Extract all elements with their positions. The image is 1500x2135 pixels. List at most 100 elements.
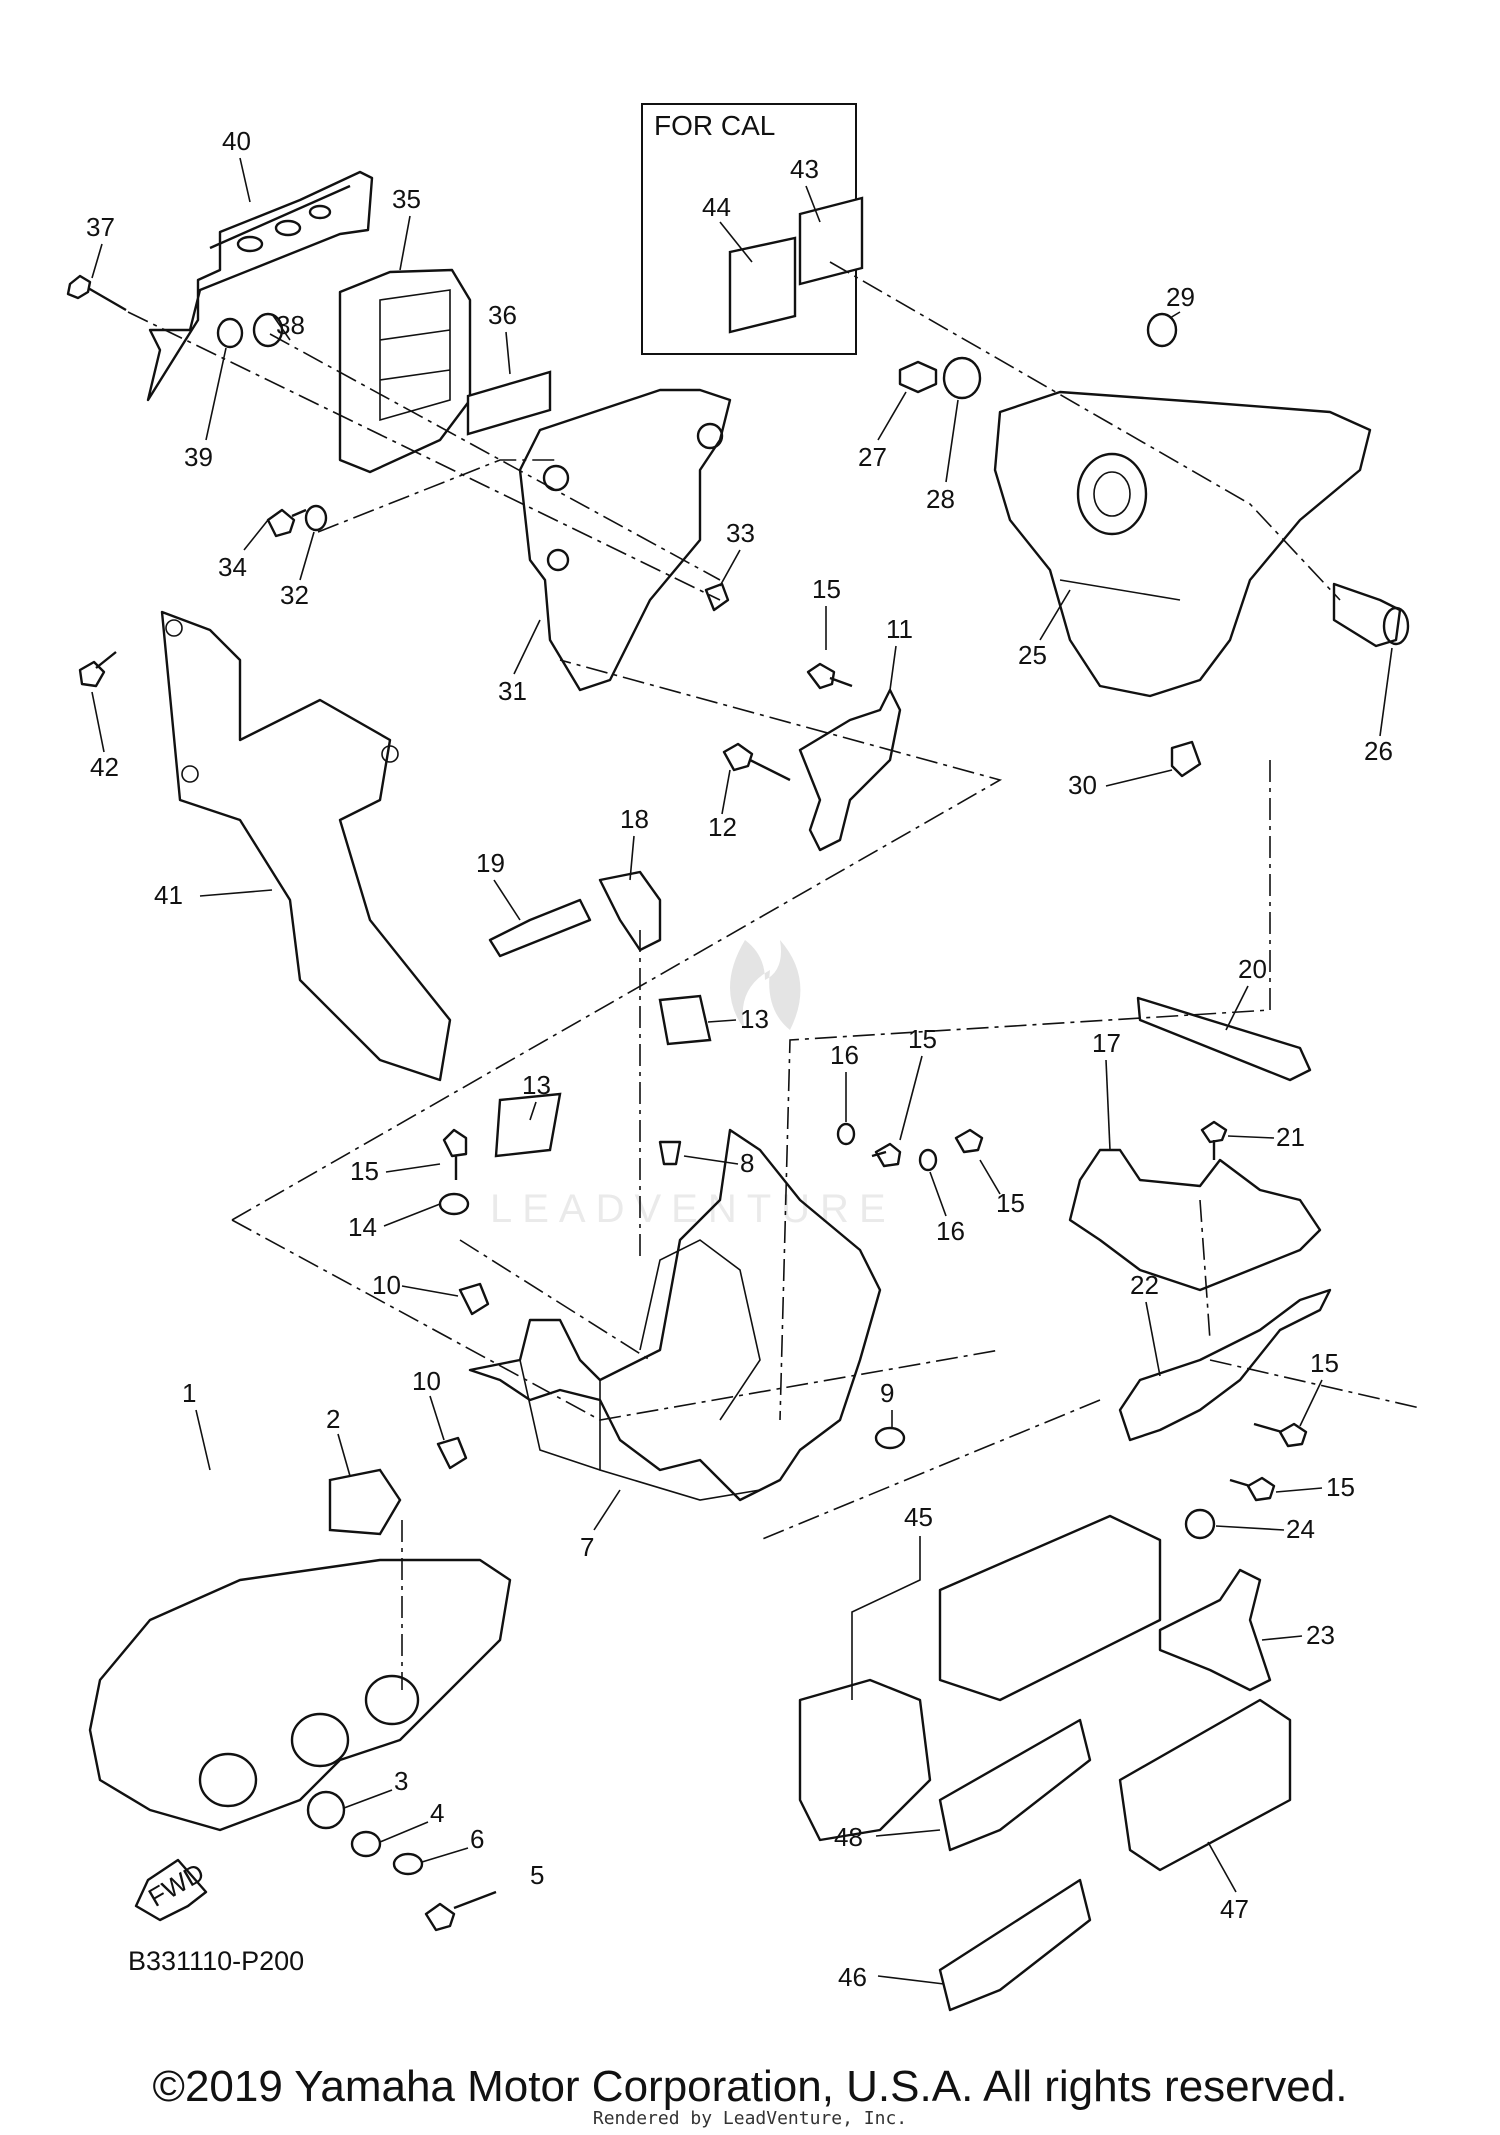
callout-36: 36 xyxy=(488,300,517,330)
leader xyxy=(91,691,105,753)
cal-box-title: FOR CAL xyxy=(654,110,776,141)
part-3 xyxy=(306,1790,346,1830)
callout-11: 11 xyxy=(886,614,913,644)
part-11-bracket xyxy=(798,688,902,852)
callout-41: 41 xyxy=(154,880,183,910)
copyright-notice: ©2019 Yamaha Motor Corporation, U.S.A. A… xyxy=(152,2062,1348,2111)
line xyxy=(779,760,1271,1421)
leader xyxy=(421,1847,469,1863)
part-12-bolt xyxy=(722,742,791,782)
leader xyxy=(513,619,541,675)
leader xyxy=(1207,1841,1237,1893)
callout-31: 31 xyxy=(498,676,527,706)
part-45-cap xyxy=(798,1678,932,1842)
callout-8: 8 xyxy=(740,1148,754,1178)
callout-43: 43 xyxy=(790,154,819,184)
leader xyxy=(429,1395,445,1441)
leader xyxy=(719,221,753,263)
fwd-label: FWD xyxy=(143,1857,209,1913)
leader xyxy=(337,1433,351,1477)
part-5-bolt xyxy=(424,1890,497,1932)
leader xyxy=(385,1163,441,1173)
leader xyxy=(195,1409,211,1471)
callout-13b: 13 xyxy=(522,1070,551,1100)
callout-10b: 10 xyxy=(412,1366,441,1396)
part-15-bolt xyxy=(1253,1422,1308,1448)
line xyxy=(759,1399,1101,1541)
part-1-hole xyxy=(290,1712,350,1768)
line xyxy=(317,459,560,533)
callout-23: 23 xyxy=(1306,1620,1335,1650)
part-26-lock-face xyxy=(1382,606,1410,646)
render-credit: Rendered by LeadVenture, Inc. xyxy=(592,2108,908,2129)
leader xyxy=(493,879,521,921)
part-16-washer xyxy=(836,1122,856,1146)
part-20-strap xyxy=(1136,996,1312,1082)
part-14 xyxy=(438,1192,470,1216)
part-31-bracket xyxy=(518,388,732,692)
leader xyxy=(239,157,251,203)
part-41-hole xyxy=(381,745,399,763)
leader xyxy=(899,1055,923,1141)
leader xyxy=(1225,985,1249,1031)
part-24 xyxy=(1184,1508,1216,1540)
leader xyxy=(877,391,907,441)
part-28 xyxy=(942,356,982,400)
leader xyxy=(805,185,821,223)
part-42 xyxy=(78,651,117,688)
leader xyxy=(379,1821,429,1843)
callout-15-f: 15 xyxy=(1326,1472,1355,1502)
part-33 xyxy=(704,582,730,612)
callout-15-a: 15 xyxy=(350,1156,379,1186)
callout-12: 12 xyxy=(708,812,737,842)
callout-15-c: 15 xyxy=(908,1024,937,1054)
line xyxy=(1199,1199,1211,1341)
leader xyxy=(401,1285,459,1297)
leader xyxy=(91,243,103,279)
part-31-hole xyxy=(696,422,724,450)
callout-15-e: 15 xyxy=(1310,1348,1339,1378)
label-44 xyxy=(728,236,797,334)
leader xyxy=(243,519,269,551)
part-47-wrap xyxy=(1118,1698,1292,1872)
leader xyxy=(299,531,315,581)
part-25-side-cover xyxy=(993,390,1372,698)
callout-3: 3 xyxy=(394,1766,408,1796)
leader xyxy=(1299,1379,1323,1427)
line xyxy=(127,311,721,601)
leader xyxy=(721,769,731,815)
part-23-strap xyxy=(1158,1568,1272,1692)
part-17-holder xyxy=(1068,1148,1322,1292)
part-13-pad xyxy=(658,994,712,1046)
callout-33: 33 xyxy=(726,518,755,548)
part-7-base xyxy=(599,1380,761,1501)
callout-26: 26 xyxy=(1364,736,1393,766)
callout-15-b: 15 xyxy=(812,574,841,604)
leader xyxy=(1145,1301,1161,1377)
callout-48: 48 xyxy=(834,1822,863,1852)
part-18-clip xyxy=(598,870,662,952)
callout-22: 22 xyxy=(1130,1270,1159,1300)
part-15-bolt xyxy=(806,662,853,690)
leader xyxy=(1275,1487,1323,1493)
callout-35: 35 xyxy=(392,184,421,214)
callout-6: 6 xyxy=(470,1824,484,1854)
leader xyxy=(1105,1059,1111,1151)
part-46-cover xyxy=(938,1878,1092,2012)
part-25-edge xyxy=(1059,579,1181,601)
leader xyxy=(1105,769,1173,787)
leader xyxy=(875,1829,941,1837)
part-27-nut xyxy=(898,360,938,394)
callout-19: 19 xyxy=(476,848,505,878)
part-22-bracket xyxy=(1118,1288,1332,1442)
callout-9: 9 xyxy=(880,1378,894,1408)
callout-28: 28 xyxy=(926,484,955,514)
callout-42: 42 xyxy=(90,752,119,782)
part-29 xyxy=(1146,312,1178,348)
callout-15-d: 15 xyxy=(996,1188,1025,1218)
leader xyxy=(979,1159,1001,1195)
callout-7: 7 xyxy=(580,1532,594,1562)
line xyxy=(231,659,1003,1221)
callout-16-b: 16 xyxy=(936,1216,965,1246)
leader xyxy=(683,1155,739,1165)
